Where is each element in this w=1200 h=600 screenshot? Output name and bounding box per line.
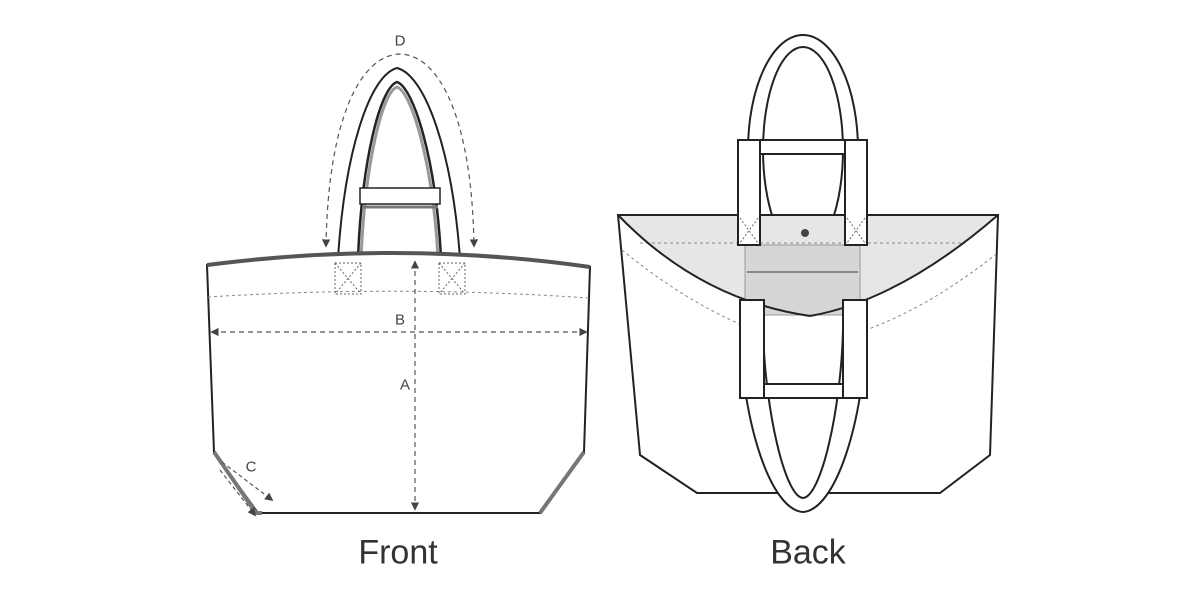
stitch-box-right [438,262,466,295]
stitch-box-left [334,262,362,295]
front-handle-crossbar [359,187,441,205]
snap-button [801,229,809,237]
dimension-c-label: C [245,458,257,476]
back-bag [616,34,1000,514]
front-body [205,252,592,514]
dimension-d-arc [321,53,479,248]
front-bag [205,53,592,517]
back-caption: Back [770,533,846,572]
dimension-c-line [221,461,274,502]
front-caption: Front [358,533,438,572]
dimension-a-label: A [399,376,411,394]
dimension-b-label: B [394,311,406,329]
dimension-d-label: D [394,32,406,50]
back-strap-left [737,139,761,246]
back-strap-right [844,139,868,246]
